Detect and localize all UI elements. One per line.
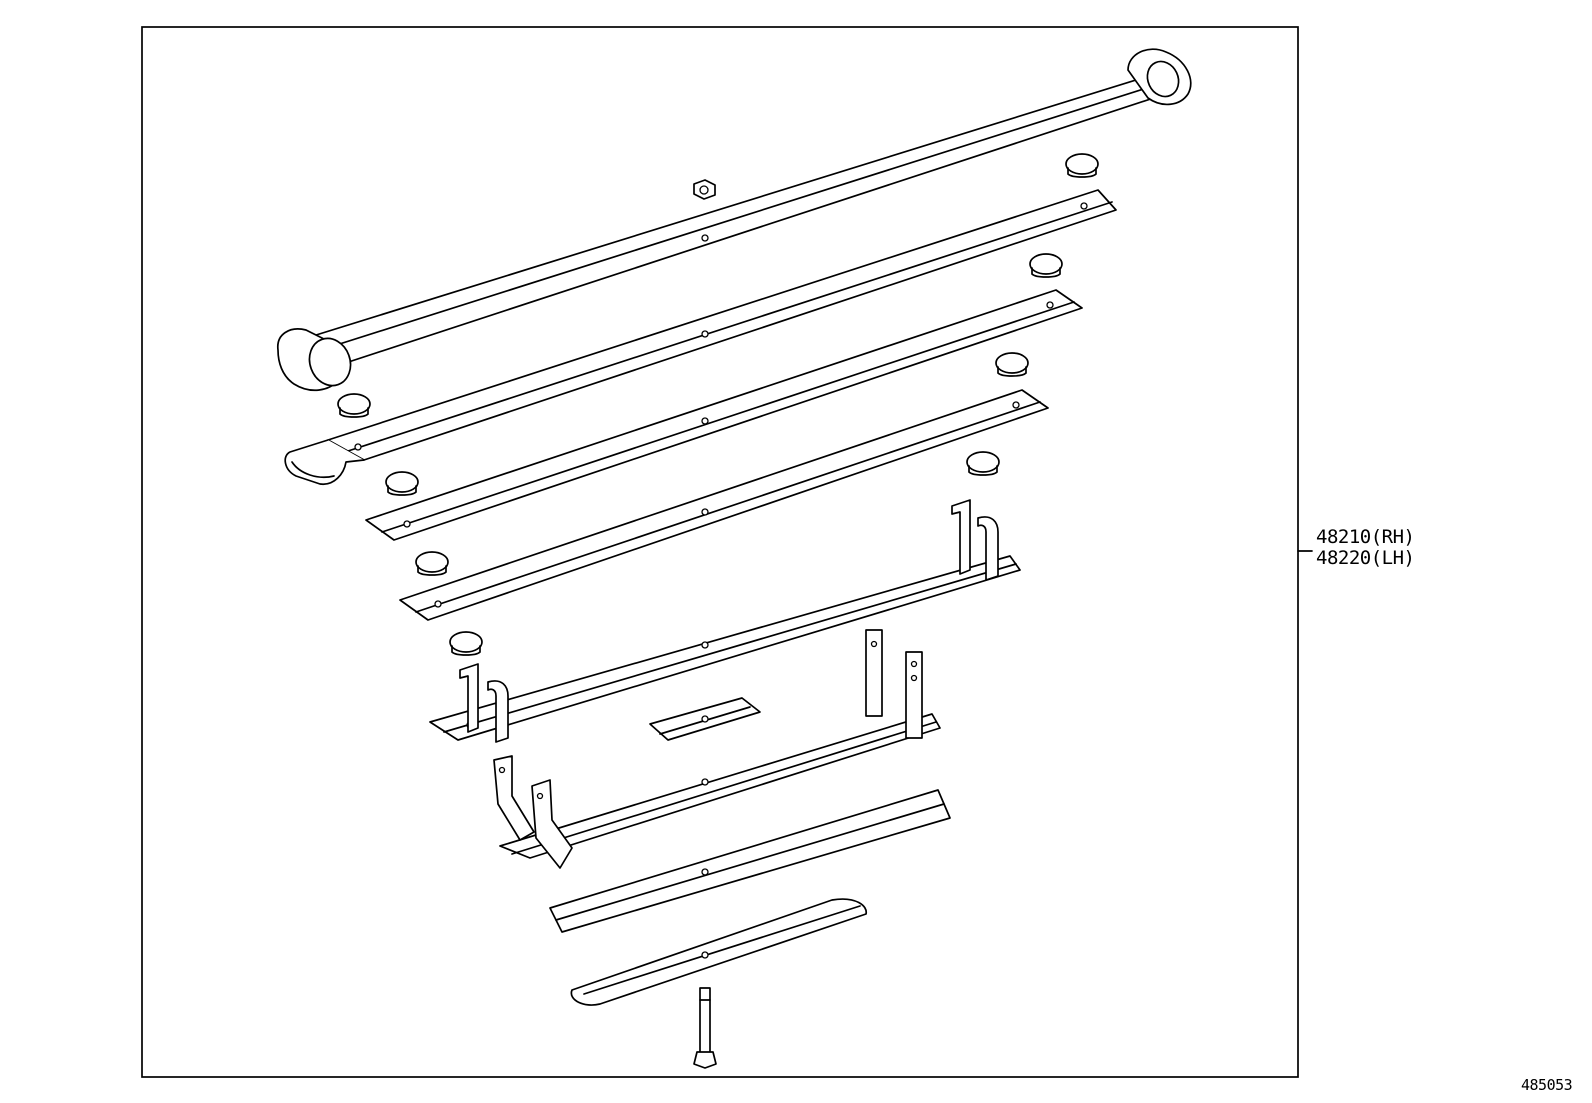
leaf-8-tapered[interactable] xyxy=(570,898,867,1006)
leaf-liner-pad[interactable] xyxy=(337,393,371,418)
leaf-liner-pad[interactable] xyxy=(415,551,449,576)
leaf-liner-pad[interactable] xyxy=(1065,153,1099,178)
leaf-liner-pad[interactable] xyxy=(966,451,1000,476)
part-number-lh[interactable]: 48220(LH) xyxy=(1316,547,1415,569)
leaf-6-with-clips[interactable] xyxy=(493,629,941,869)
leaf-liner-pad[interactable] xyxy=(995,352,1029,377)
part-number-rh[interactable]: 48210(RH) xyxy=(1316,526,1415,548)
diagram-frame xyxy=(141,26,1299,1078)
illustration-code: 485053 xyxy=(1521,1076,1573,1094)
center-bolt[interactable] xyxy=(693,987,717,1069)
leaf-3[interactable] xyxy=(365,289,1083,541)
leaf-7[interactable] xyxy=(549,789,951,933)
leaf-2[interactable] xyxy=(284,189,1117,485)
leaf-4[interactable] xyxy=(399,389,1049,621)
leaf-liner-pad[interactable] xyxy=(385,471,419,496)
center-nut[interactable] xyxy=(693,179,716,200)
leaf-liner-pad[interactable] xyxy=(449,631,483,656)
main-leaf[interactable] xyxy=(277,48,1192,392)
leaf-spacer[interactable] xyxy=(649,697,761,741)
leaf-liner-pad[interactable] xyxy=(1029,253,1063,278)
leaf-5-with-clips[interactable] xyxy=(429,499,1021,743)
